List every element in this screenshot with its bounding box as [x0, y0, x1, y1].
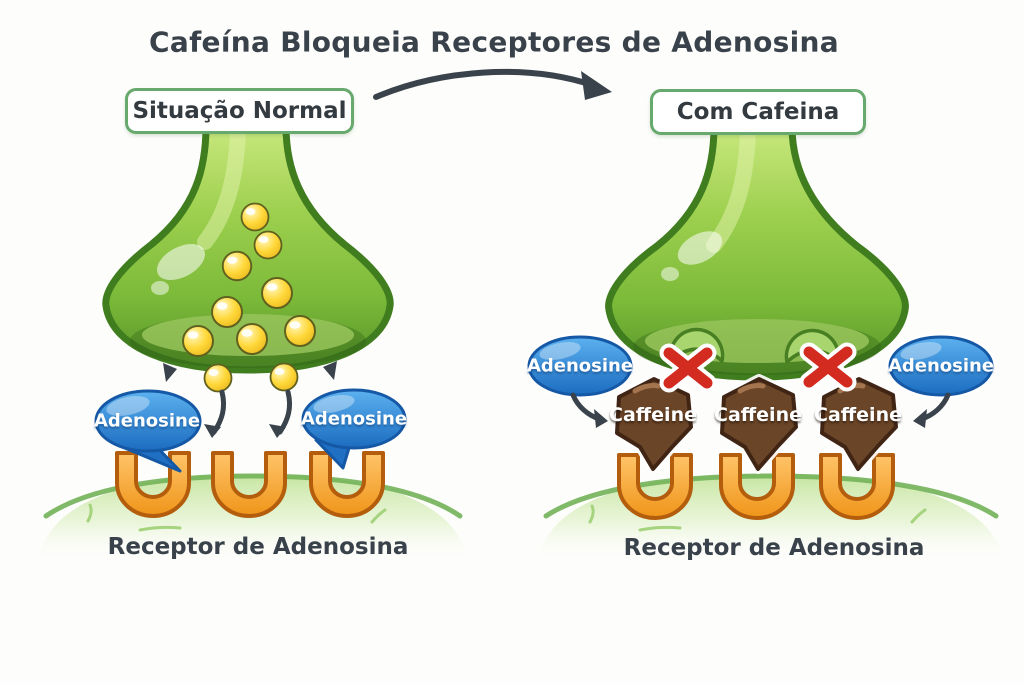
panel-label-normal-text: Situação Normal [132, 98, 347, 124]
adenosine-bubble-normal-right [301, 388, 407, 470]
panel-label-normal: Situação Normal [125, 88, 354, 134]
adenosine-label-normal-right: Adenosine [300, 408, 408, 430]
caffeine-label-3: Caffeine [814, 404, 902, 426]
receptor-label-right: Receptor de Adenosina [623, 535, 925, 561]
adenosine-bubble-blocked-right [886, 333, 996, 399]
receptor-label-left: Receptor de Adenosina [107, 534, 409, 560]
adenosine-label-blocked-left: Adenosine [526, 355, 634, 377]
adenosine-bubble-blocked-left [525, 333, 635, 399]
diagram-title: Cafeína Bloqueia Receptores de Adenosina [149, 25, 839, 59]
panel-label-caffeine: Com Cafeina [650, 89, 866, 135]
caffeine-label-2: Caffeine [714, 404, 802, 426]
flow-arrow-icon [373, 69, 612, 100]
adenosine-label-normal-left: Adenosine [93, 410, 201, 432]
caffeine-label-1: Caffeine [609, 404, 697, 426]
adenosine-label-blocked-right: Adenosine [887, 355, 995, 377]
block-x-icon-left [669, 353, 707, 383]
presynaptic-neuron-caffeine [605, 122, 909, 381]
panel-label-caffeine-text: Com Cafeina [676, 99, 840, 125]
blocked-approach-arrows [570, 392, 951, 428]
adenosine-bubble-normal-left [94, 389, 202, 473]
release-arrows [163, 361, 337, 438]
block-x-icon-right [809, 352, 847, 382]
